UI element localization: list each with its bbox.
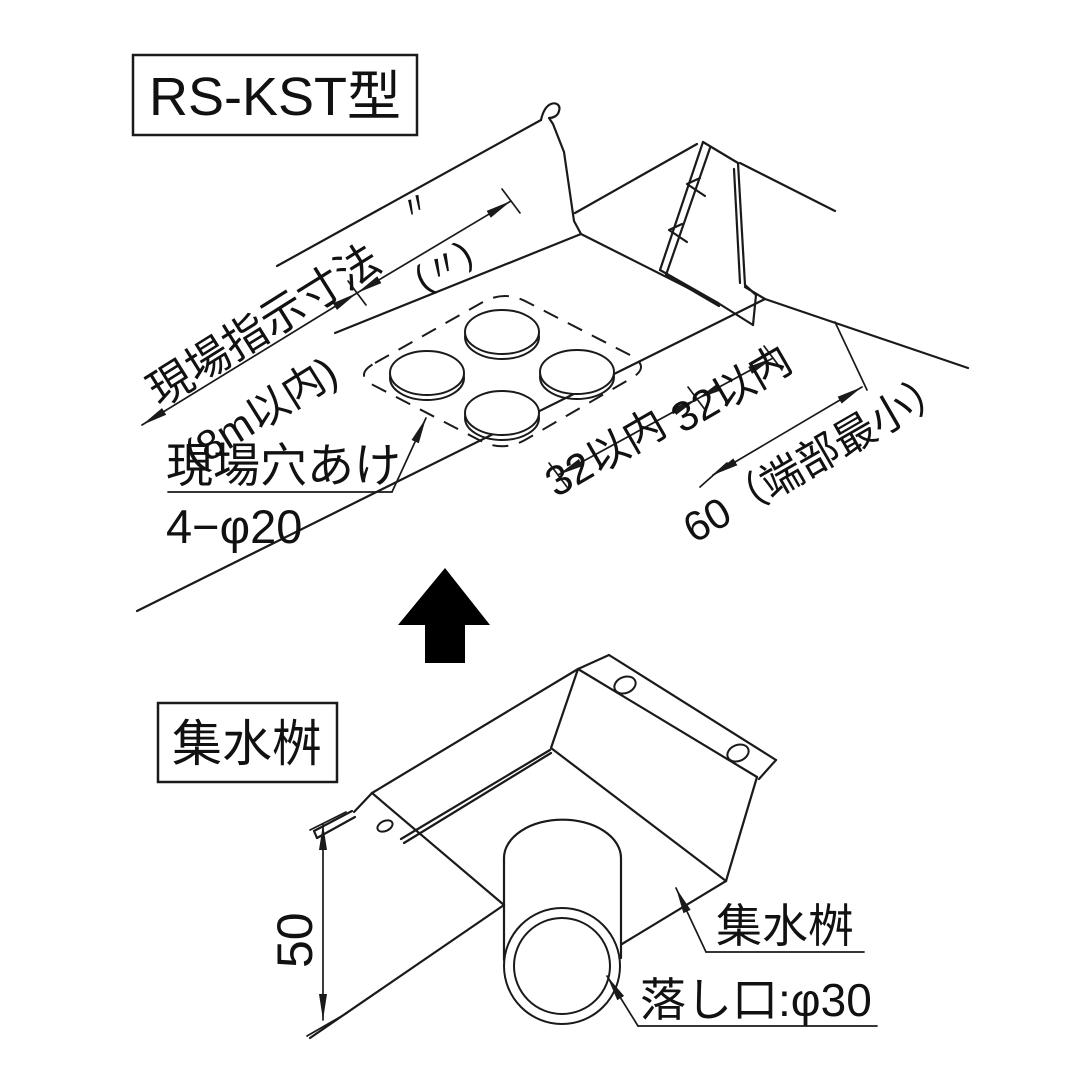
dim-32-label-second: 32以内: [663, 336, 800, 442]
bracket-step-lower: [667, 222, 689, 244]
wall-hook-profile: [539, 102, 583, 236]
floor-back-edge: [573, 142, 699, 215]
dim-32-label-first: 32以内: [537, 400, 674, 506]
ditto-mark-paren: (〃): [407, 232, 480, 299]
bracket-right-edge: [736, 161, 747, 287]
drill-hole: [389, 350, 465, 401]
hole-note-line1: 現場穴あけ: [166, 439, 401, 492]
bracket-right-inner-edge: [732, 167, 742, 285]
model-label-box: RS-KST型: [131, 53, 419, 137]
model-label-border: [131, 53, 419, 137]
basin-callout: 集水桝: [675, 887, 865, 953]
up-arrow-icon: [398, 568, 490, 663]
drill-hole-top: [464, 390, 540, 436]
right-wall-right-edge: [724, 775, 759, 883]
left-flange-cap: [312, 829, 319, 840]
underside-front-right-edge: [620, 879, 728, 946]
bracket-foot-right: [743, 283, 758, 327]
leader-arrow: [391, 417, 427, 493]
bracket-foot-outer: [658, 268, 720, 305]
basin-drawing: 50 集水桝 落し口:φ30: [267, 653, 878, 1040]
basin-left-wall-edge: [370, 791, 506, 907]
gutter-piece-drawing: 現場指示寸法 (8m以内) 〃 (〃) 32以内 32以内 60（端部最小） 現…: [135, 102, 970, 613]
dim-tick: [309, 811, 347, 831]
bracket-left-inner-edge: [664, 146, 712, 277]
basin-label-box: 集水桝: [156, 701, 339, 784]
run-dim-arrow: [141, 292, 358, 426]
drill-hole: [539, 349, 615, 400]
right-flange-top-cap: [576, 653, 611, 671]
dim-extension-line: [834, 321, 868, 391]
floor-edge-extension: [763, 297, 970, 370]
right-flange-end-cap: [757, 758, 778, 781]
basin-left-rim-inner: [402, 751, 553, 845]
flange-screw-hole: [613, 675, 637, 695]
gutter-floor: [135, 142, 970, 613]
run-dim-arrow-ditto: [356, 200, 512, 294]
right-flange-fold: [576, 667, 759, 779]
dim-tick: [763, 345, 783, 371]
dim-tick: [687, 386, 707, 412]
basin-top-left-ridge: [370, 667, 580, 795]
leader-arrow: [606, 975, 639, 1027]
drop-outlet-cylinder: [502, 818, 623, 1025]
bracket-left-edge: [658, 140, 705, 272]
dim-tick: [501, 188, 521, 214]
cylinder-top-arc: [502, 818, 623, 860]
basin-left-rim-outer: [399, 748, 552, 841]
end-bracket: [658, 140, 837, 327]
height-dimension: 50: [267, 811, 348, 1037]
bracket-step-upper: [685, 176, 707, 198]
bracket-top-cap: [701, 140, 740, 165]
drill-hole-top: [464, 309, 540, 355]
far-wall-top-edge: [738, 161, 837, 213]
ditto-mark: 〃: [394, 184, 437, 228]
wall-top-edge: [275, 118, 543, 268]
left-flange-screw-hole: [376, 819, 394, 833]
dim-tick: [548, 462, 568, 488]
basin-label-text: 集水桝: [172, 716, 322, 772]
field-drilling-note: 現場穴あけ 4−φ20: [166, 417, 427, 553]
outlet-callout-label: 落し口:φ30: [640, 974, 872, 1026]
basin-label-border: [156, 701, 339, 784]
drill-hole-top: [539, 349, 615, 395]
bracket-foot-inner: [664, 273, 721, 308]
right-flange-outer-edge: [607, 653, 778, 762]
hole-note-line2: 4−φ20: [166, 500, 302, 553]
drill-hole-top: [389, 350, 465, 396]
run-length-dimension: 現場指示寸法 (8m以内) 〃 (〃): [139, 184, 521, 478]
dim-tick: [306, 1012, 348, 1037]
drill-hole: [464, 309, 540, 360]
dim-tick: [699, 462, 728, 488]
outlet-rim-inner: [513, 917, 611, 1015]
hole-group: [363, 295, 642, 448]
basin-left-end-edge: [352, 791, 374, 814]
model-label-text: RS-KST型: [149, 67, 401, 127]
right-wall-bottom-fold: [549, 746, 728, 883]
dim-32-arrow-second: [696, 357, 774, 400]
dim-32-arrow-first: [557, 398, 698, 476]
floor-front-edge: [135, 297, 767, 613]
leader-arrow: [675, 887, 707, 953]
drill-hole: [464, 390, 540, 441]
dim-60-arrow: [712, 386, 863, 476]
outlet-callout: 落し口:φ30: [606, 974, 878, 1027]
flange-screw-hole: [726, 743, 750, 763]
dim-tick: [347, 280, 367, 306]
dim-50-label: 50: [267, 912, 323, 968]
bracket-foot-front: [716, 301, 755, 327]
basin-callout-label: 集水桝: [716, 900, 854, 952]
outlet-rim-outer: [503, 907, 621, 1025]
basin-front-corner-edge: [549, 667, 580, 750]
